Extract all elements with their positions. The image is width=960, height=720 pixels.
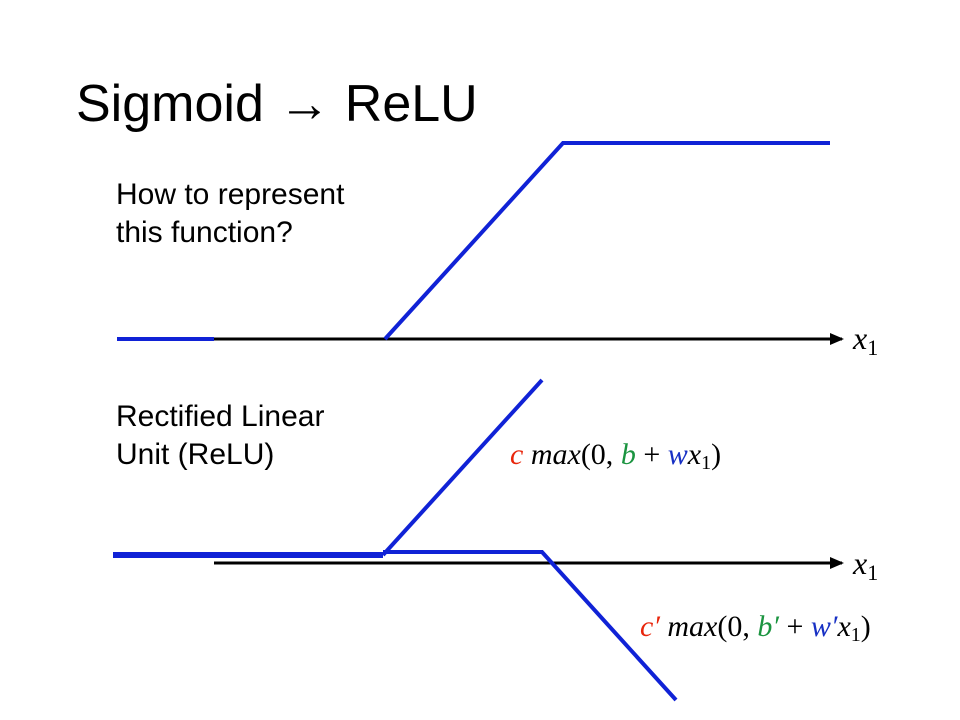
- formula1-b: b: [620, 438, 636, 471]
- formula1-max: max: [530, 438, 581, 471]
- formula-relu-2: c′ max(0, b′ + w′x1): [640, 610, 871, 647]
- top-axis-sub: 1: [867, 335, 879, 360]
- top-axis-label: x1: [853, 320, 878, 361]
- formula2-x: x: [837, 610, 851, 643]
- formula1-w: w: [667, 438, 688, 471]
- formula-relu-1: c max(0, b + wx1): [510, 438, 721, 475]
- bottom-axis-sub: 1: [867, 560, 879, 585]
- formula2-max: max: [667, 610, 718, 643]
- relu-label-line-1: Rectified Linear: [116, 400, 325, 433]
- formula2-plus: +: [778, 610, 811, 643]
- formula2-open: (0,: [717, 610, 758, 643]
- top-axis-var: x: [853, 320, 868, 356]
- bottom-axis-var: x: [853, 545, 868, 581]
- formula1-plus: +: [635, 438, 668, 471]
- formula2-c: c′: [640, 610, 660, 643]
- slide-title: Sigmoid → ReLU: [76, 75, 478, 133]
- formula1-c: c: [510, 438, 524, 471]
- formula1-close: ): [711, 438, 722, 471]
- question-line-2: this function?: [116, 216, 293, 249]
- question-text: How to represent this function?: [116, 176, 344, 252]
- bottom-axis-label: x1: [853, 545, 878, 586]
- formula2-sub: 1: [850, 624, 861, 646]
- question-line-1: How to represent: [116, 178, 345, 211]
- formula2-b: b′: [757, 610, 779, 643]
- relu-label: Rectified Linear Unit (ReLU): [116, 398, 324, 474]
- relu-rising-curve: [381, 378, 544, 557]
- formula1-sub: 1: [701, 452, 712, 474]
- relu-falling-curve: [383, 550, 678, 702]
- formula1-x: x: [687, 438, 702, 471]
- formula2-close: ): [860, 610, 871, 643]
- target-function-ramp: [383, 141, 830, 341]
- formula2-w: w′: [810, 610, 838, 643]
- relu-label-line-2: Unit (ReLU): [116, 438, 275, 471]
- formula1-open: (0,: [580, 438, 621, 471]
